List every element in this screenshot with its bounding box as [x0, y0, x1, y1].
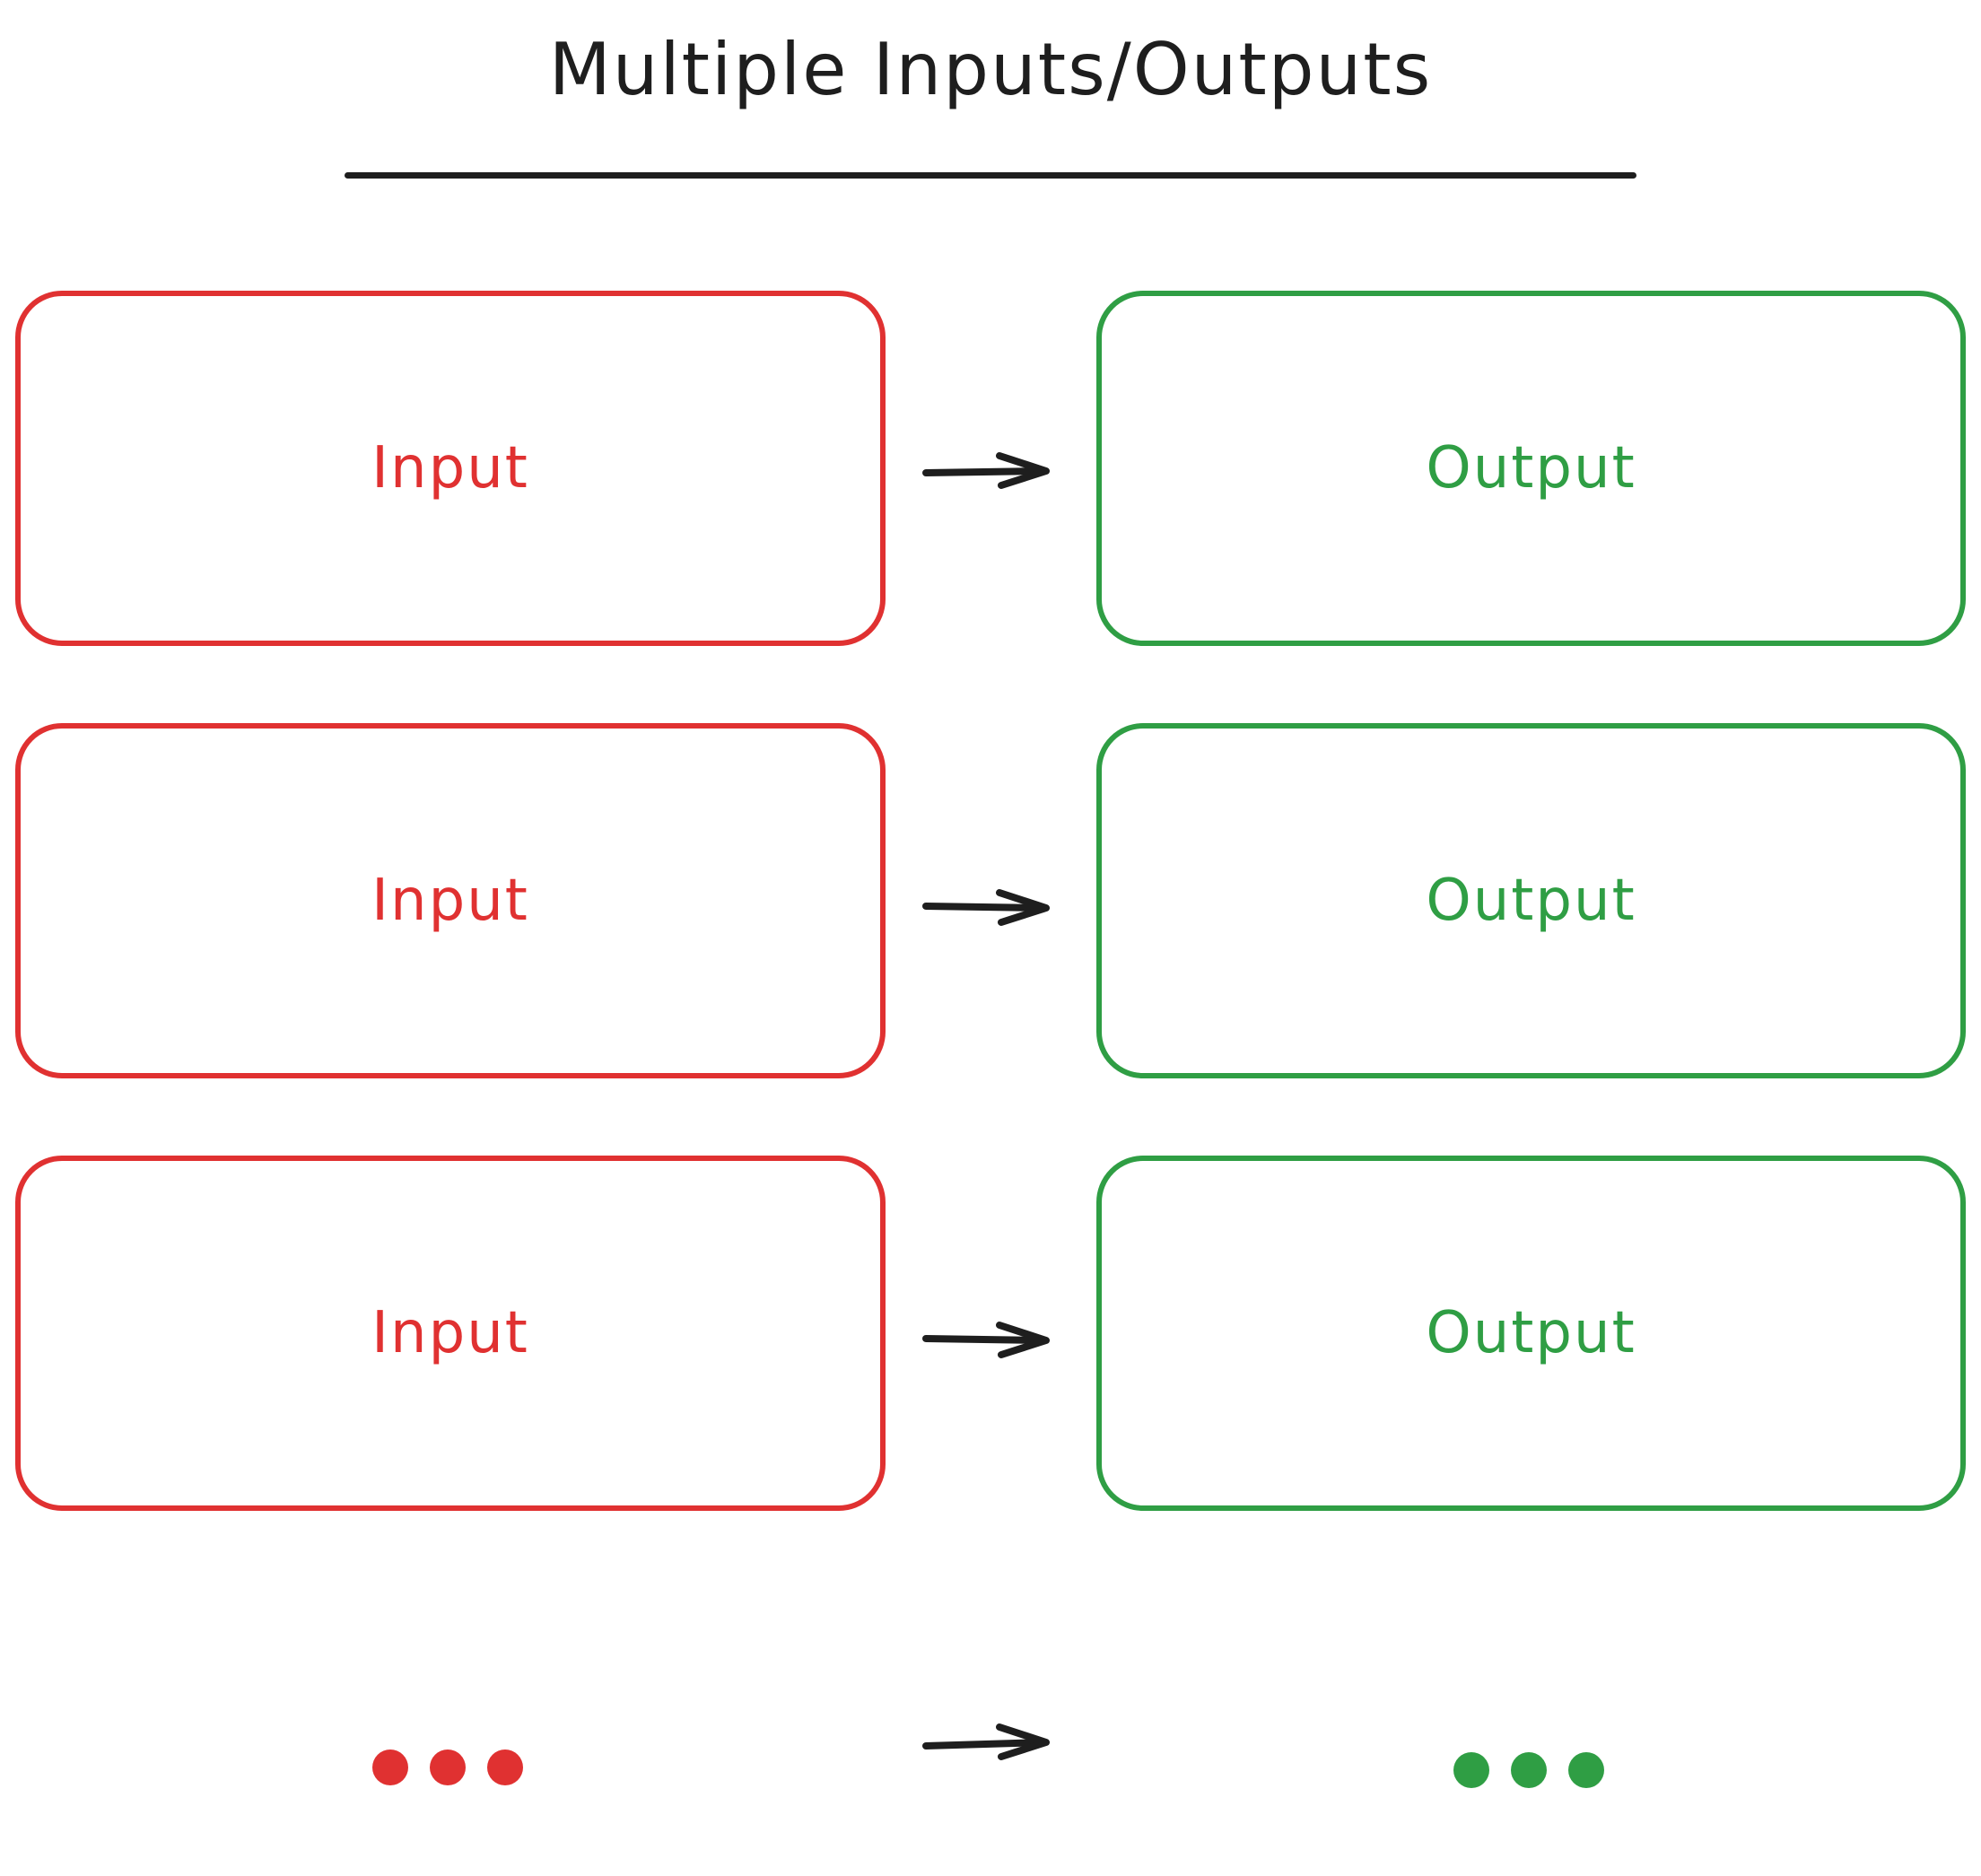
input-box-1: Input: [15, 291, 886, 646]
dot: [487, 1749, 523, 1785]
dot: [372, 1749, 408, 1785]
right-arrow-icon: [922, 889, 1050, 926]
title-underline: [345, 172, 1636, 179]
dot: [1511, 1752, 1547, 1788]
right-arrow-icon: [922, 1322, 1050, 1358]
output-box-1: Output: [1096, 291, 1966, 646]
output-ellipsis-icon: [1453, 1752, 1604, 1792]
input-ellipsis-icon: [372, 1749, 523, 1789]
input-label: Input: [371, 868, 529, 934]
output-label: Output: [1426, 868, 1636, 934]
output-box-2: Output: [1096, 723, 1966, 1078]
input-label: Input: [371, 435, 529, 502]
right-arrow-icon: [922, 452, 1050, 489]
input-label: Input: [371, 1300, 529, 1366]
input-box-3: Input: [15, 1156, 886, 1511]
dot: [1568, 1752, 1604, 1788]
output-label: Output: [1426, 435, 1636, 502]
dot: [1453, 1752, 1489, 1788]
output-label: Output: [1426, 1300, 1636, 1366]
input-box-2: Input: [15, 723, 886, 1078]
diagram-title: Multiple Inputs/Outputs: [548, 28, 1433, 111]
dot: [430, 1749, 466, 1785]
output-box-3: Output: [1096, 1156, 1966, 1511]
right-arrow-icon: [922, 1723, 1050, 1760]
